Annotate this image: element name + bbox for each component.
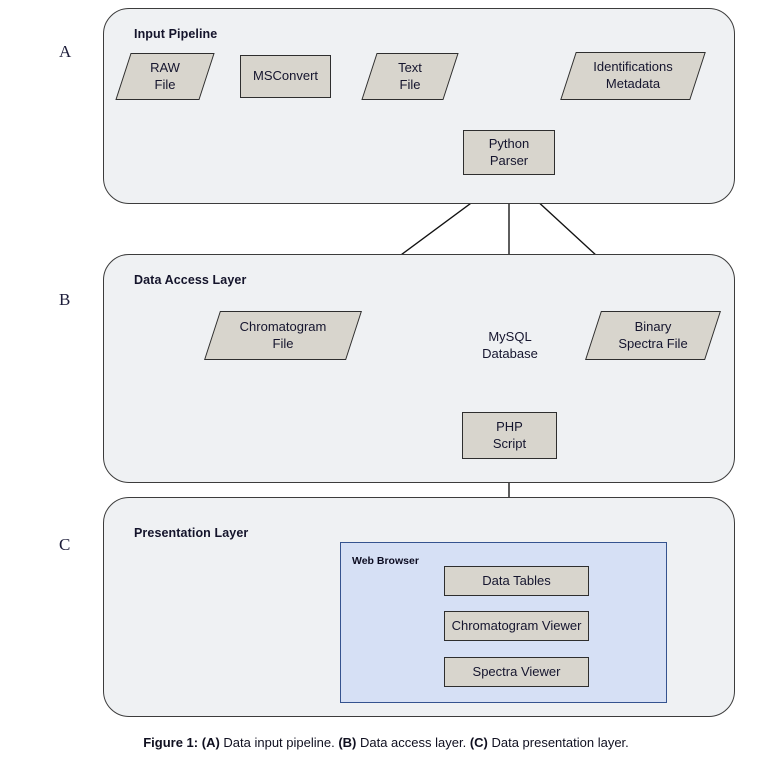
caption-tag-c: (C): [469, 735, 488, 750]
caption-tag-b: (B): [338, 735, 357, 750]
caption-text-b: Data access layer.: [356, 735, 470, 750]
node-chromatogram-viewer-label: Chromatogram Viewer: [451, 617, 582, 633]
panel-title-data-access-layer: Data Access Layer: [134, 273, 247, 287]
node-identifications-metadata-label: Identifications Metadata: [593, 59, 673, 91]
node-mysql-database[interactable]: MySQL Database: [457, 305, 563, 376]
node-python-parser[interactable]: Python Parser: [463, 130, 555, 175]
section-letter-a: A: [59, 42, 72, 61]
node-spectra-viewer-label: Spectra Viewer: [472, 663, 561, 679]
node-php-script-label: PHP Script: [492, 418, 527, 451]
caption-figure-number: Figure 1:: [143, 735, 199, 750]
node-binary-spectra-file[interactable]: Binary Spectra File: [585, 311, 721, 360]
node-chromatogram-viewer[interactable]: Chromatogram Viewer: [444, 611, 589, 641]
panel-data-access-layer: Data Access Layer: [103, 254, 735, 483]
panel-title-presentation-layer: Presentation Layer: [134, 526, 249, 540]
node-php-script[interactable]: PHP Script: [462, 412, 557, 459]
node-identifications-metadata[interactable]: Identifications Metadata: [560, 52, 706, 100]
web-browser-title: Web Browser: [352, 555, 419, 567]
section-letter-c: C: [59, 535, 71, 554]
node-spectra-viewer[interactable]: Spectra Viewer: [444, 657, 589, 687]
panel-title-input-pipeline: Input Pipeline: [134, 27, 218, 41]
node-python-parser-label: Python Parser: [488, 135, 530, 168]
node-msconvert-label: MSConvert: [252, 68, 319, 84]
caption-text-c: Data presentation layer.: [487, 735, 629, 750]
node-chromatogram-file-label: Chromatogram File: [239, 318, 327, 351]
caption-tag-a: (A): [201, 735, 220, 750]
node-text-file[interactable]: Text File: [361, 53, 459, 100]
figure-caption: Figure 1: (A) Data input pipeline. (B) D…: [0, 735, 772, 750]
node-text-file-label: Text File: [398, 59, 422, 92]
node-data-tables-label: Data Tables: [482, 572, 551, 588]
node-binary-spectra-file-label: Binary Spectra File: [618, 318, 688, 351]
section-letter-b: B: [59, 290, 71, 309]
node-raw-file-label: RAW File: [150, 59, 180, 92]
node-chromatogram-file[interactable]: Chromatogram File: [204, 311, 362, 360]
caption-text-a: Data input pipeline.: [219, 735, 339, 750]
panel-input-pipeline: Input Pipeline: [103, 8, 735, 204]
node-msconvert[interactable]: MSConvert: [240, 55, 331, 98]
node-data-tables[interactable]: Data Tables: [444, 566, 589, 596]
node-mysql-database-label: MySQL Database: [482, 329, 538, 361]
node-raw-file[interactable]: RAW File: [115, 53, 215, 100]
